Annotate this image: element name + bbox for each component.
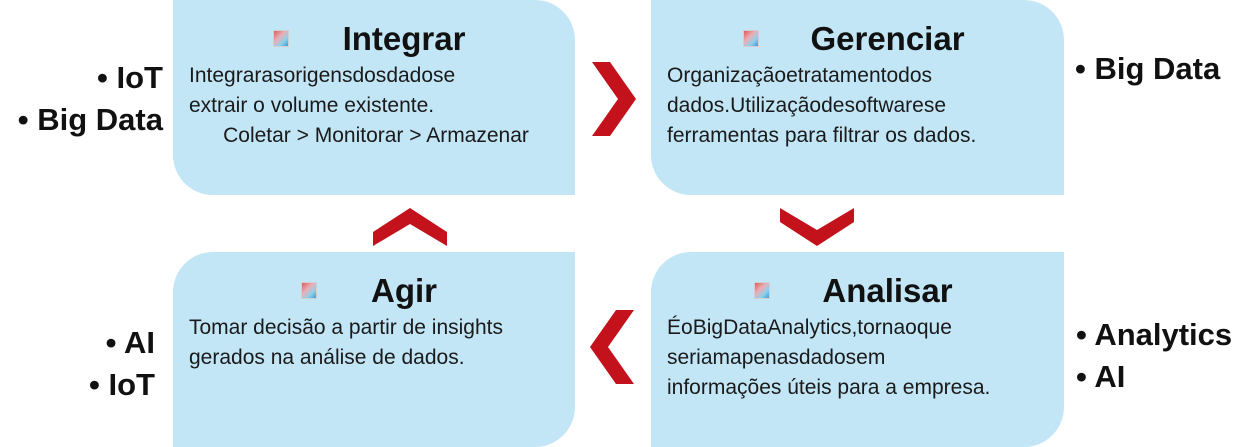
word: e xyxy=(443,64,456,87)
card-analisar: Analisar ÉoBigDataAnalytics,tornaoque se… xyxy=(651,252,1064,447)
side-label-ai: • AI xyxy=(105,325,155,360)
analisar-title: Analisar xyxy=(822,272,953,309)
word: origens xyxy=(283,64,353,87)
chevron-up-icon xyxy=(373,208,447,246)
gerenciar-line-2: dados.Utilizaçãodesoftwarese xyxy=(667,91,1052,121)
analisar-line-3: informações úteis para a empresa. xyxy=(667,376,991,399)
gerenciar-line-3: ferramentas para filtrar os dados. xyxy=(667,124,977,147)
agir-description: Tomar decisão a partir de insights gerad… xyxy=(189,313,563,373)
word: Utilização xyxy=(730,94,822,117)
card-integrar: Integrar Integrarasorigensdosdadose extr… xyxy=(173,0,575,195)
side-label-big-data: • Big Data xyxy=(17,102,163,137)
side-label-ai: • AI xyxy=(1076,359,1126,394)
word: tratamento xyxy=(797,64,899,87)
integrar-title: Integrar xyxy=(342,20,466,57)
side-label-big-data: • Big Data xyxy=(1075,51,1221,86)
side-label-analytics: • Analytics xyxy=(1076,317,1233,352)
side-label-iot: • IoT xyxy=(97,60,163,95)
integrar-description: Integrarasorigensdosdadose extrair o vol… xyxy=(189,61,563,151)
chevron-right-icon xyxy=(592,62,636,136)
analisar-description: ÉoBigDataAnalytics,tornaoque seriamapena… xyxy=(667,313,1052,403)
word: o xyxy=(905,316,917,339)
side-label-iot: • IoT xyxy=(89,367,155,402)
integrar-card-icon xyxy=(273,30,289,47)
analisar-line-2: seriamapenasdadosem xyxy=(667,343,1052,373)
word: Analytics xyxy=(767,316,852,339)
word: apenas xyxy=(730,346,799,369)
agir-line-2: gerados na análise de dados. xyxy=(189,346,465,369)
word: Organização xyxy=(667,64,787,87)
side-labels-top-right: • Big Data xyxy=(1075,48,1220,90)
word: de xyxy=(821,94,845,117)
gerenciar-card-icon xyxy=(743,30,759,47)
word: seriam xyxy=(667,346,731,369)
card-gerenciar: Gerenciar Organizaçãoetratamentodos dado… xyxy=(651,0,1064,195)
word: É xyxy=(667,316,682,339)
analisar-line-1: ÉoBigDataAnalytics,tornaoque xyxy=(667,313,1052,343)
word: , xyxy=(851,316,858,339)
analisar-card-icon xyxy=(754,282,770,299)
integrar-line-3: Coletar > Monitorar > Armazenar xyxy=(223,124,529,147)
word: em xyxy=(856,346,886,369)
word: softwares xyxy=(844,94,935,117)
agir-line-1: Tomar decisão a partir de insights xyxy=(189,316,503,339)
word: dos xyxy=(898,64,933,87)
chevron-down-icon xyxy=(780,208,854,246)
word: que xyxy=(916,316,952,339)
word: torna xyxy=(857,316,906,339)
word: dados xyxy=(386,64,444,87)
gerenciar-description: Organizaçãoetratamentodos dados.Utilizaç… xyxy=(667,61,1052,151)
word: o xyxy=(681,316,693,339)
agir-card-icon xyxy=(301,282,317,299)
integrar-line-1: Integrarasorigensdosdadose xyxy=(189,61,563,91)
gerenciar-line-1: Organizaçãoetratamentodos xyxy=(667,61,1052,91)
card-agir: Agir Tomar decisão a partir de insights … xyxy=(173,252,575,447)
side-labels-top-left: • IoT • Big Data xyxy=(10,57,163,141)
word: as xyxy=(261,64,284,87)
word: e xyxy=(786,64,798,87)
word: e xyxy=(934,94,947,117)
chevron-left-icon xyxy=(590,310,634,384)
word: Big xyxy=(692,316,724,339)
side-labels-bottom-left: • AI • IoT xyxy=(30,322,155,406)
word: Data xyxy=(723,316,768,339)
integrar-line-2: extrair o volume existente. xyxy=(189,94,435,117)
word: dados xyxy=(798,346,857,369)
agir-title: Agir xyxy=(371,272,437,309)
word: dados. xyxy=(667,94,731,117)
gerenciar-title: Gerenciar xyxy=(810,20,965,57)
word: dos xyxy=(352,64,387,87)
word: Integrar xyxy=(189,64,262,87)
side-labels-bottom-right: • Analytics • AI xyxy=(1076,314,1232,398)
